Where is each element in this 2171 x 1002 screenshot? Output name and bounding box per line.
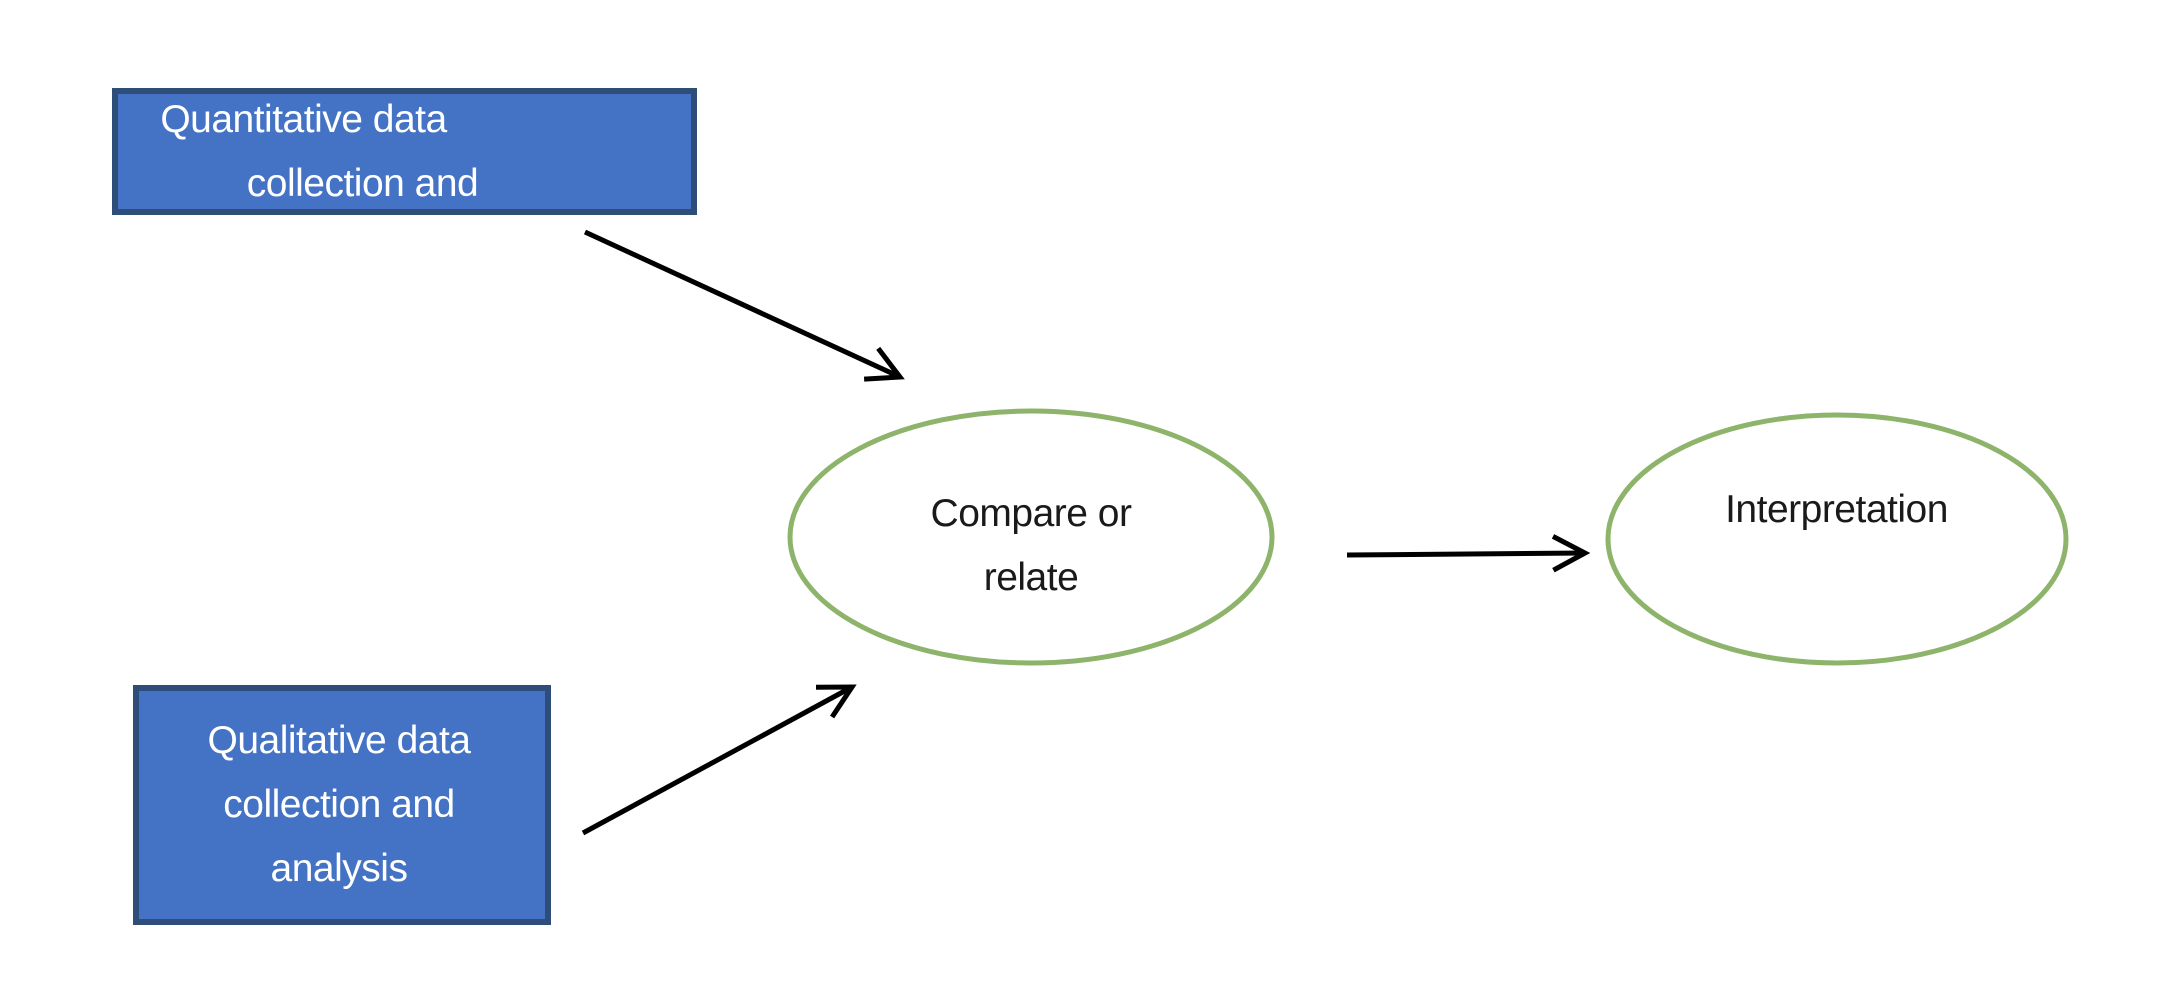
node-interpretation-label: Interpretation [1608, 478, 2065, 542]
node-qualitative-data-box: Qualitative data collection and analysis [133, 685, 551, 925]
arrow-compare-to-interpretation [1346, 534, 1591, 573]
arrow-qualitative-to-compare [581, 684, 857, 836]
node-label-line: collection and [246, 161, 479, 205]
node-label-line: relate [983, 556, 1079, 599]
arrow-head-icon [863, 346, 905, 382]
arrow-head-icon [1551, 534, 1591, 573]
node-label-line: collection and [223, 783, 455, 826]
node-quantitative-data-box: Quantitative data collection and [112, 88, 697, 215]
compare-relate-ellipse [787, 408, 1275, 666]
node-label-line: Interpretation [1725, 488, 1948, 531]
node-label-line: Qualitative data [207, 719, 471, 762]
interpretation-ellipse [1605, 412, 2069, 666]
arrow-shaft [1346, 550, 1586, 558]
arrow-shaft [583, 229, 902, 380]
arrow-shaft [581, 684, 854, 836]
arrow-head-icon [815, 684, 857, 719]
node-label-line: Quantitative data [160, 97, 447, 141]
node-compare-relate-label: Compare or relate [790, 482, 1272, 610]
arrow-quantitative-to-compare [583, 229, 905, 382]
node-label-line: Compare or [930, 492, 1132, 535]
node-label-line: analysis [270, 847, 408, 890]
